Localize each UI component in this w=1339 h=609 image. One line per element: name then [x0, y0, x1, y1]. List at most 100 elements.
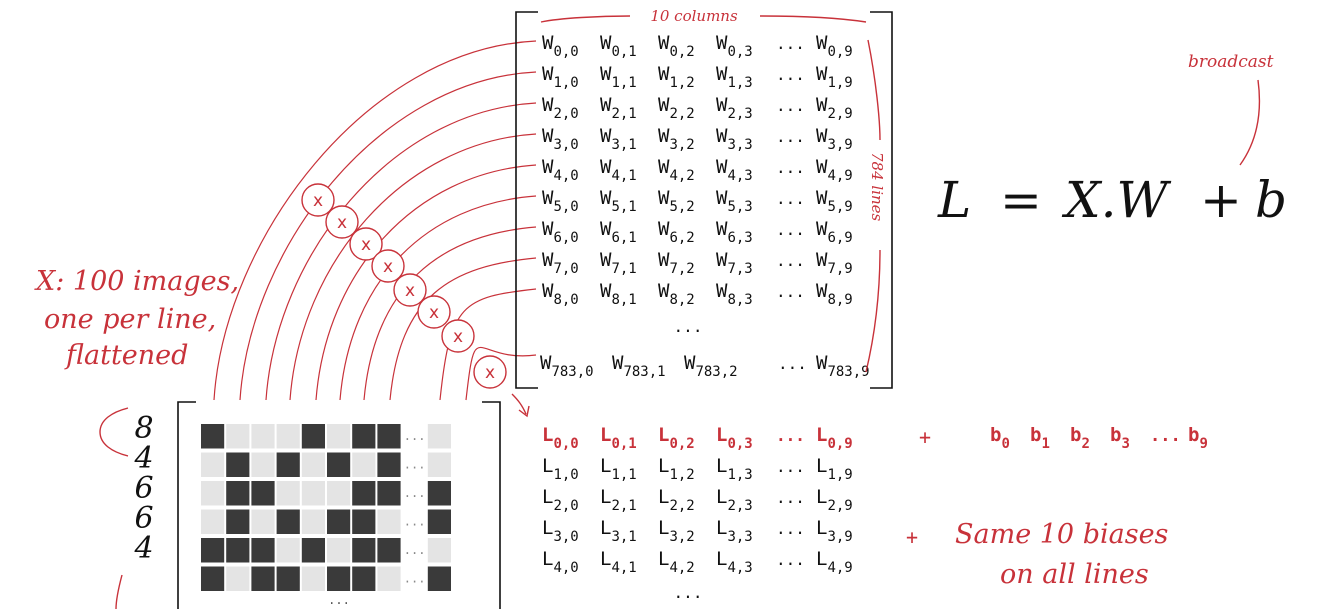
w-row-ellipsis: ... [776, 158, 805, 177]
w-cell-6-0-subscript: 6,0 [553, 230, 578, 246]
l-cell-4-0: L4,0 [542, 548, 579, 576]
w-cell-4-1: W4,1 [600, 156, 637, 184]
pixel-dark [352, 509, 376, 534]
l-cell-4-2: L4,2 [658, 548, 695, 576]
l-row-ellipsis: ... [776, 488, 805, 507]
pixel-dark [377, 538, 401, 563]
l-cell-2-2-subscript: 2,2 [669, 498, 694, 514]
w-cell-2-3: W2,3 [716, 94, 753, 122]
bias-9-subscript: 9 [1199, 436, 1207, 452]
w-cell-8-1-subscript: 8,1 [611, 292, 636, 308]
bias-2-letter: b [1070, 424, 1081, 446]
w-cell-3-0-letter: W [542, 125, 554, 147]
w-cell-3-1-letter: W [600, 125, 612, 147]
w-cell-2-2: W2,2 [658, 94, 695, 122]
connection-arc [315, 164, 537, 401]
pixel-dark [352, 424, 376, 449]
w-cell-8-1: W8,1 [600, 280, 637, 308]
w-cell-8-0-letter: W [542, 280, 554, 302]
pixel-dark [427, 566, 451, 591]
bias-0-letter: b [990, 424, 1001, 446]
multiply-circle-ring [441, 319, 475, 353]
pixel-light [201, 481, 225, 506]
l-cell-1-2-subscript: 1,2 [669, 467, 694, 483]
w-cell-4-0: W4,0 [542, 156, 579, 184]
l-cell-1-3: L1,3 [716, 455, 753, 483]
pixel-dark [201, 424, 225, 449]
same-biases-plus: + [906, 525, 918, 549]
bias-9-letter: b [1188, 424, 1199, 446]
w-cell-7-0: W7,0 [542, 249, 579, 277]
l-cell-3-2-letter: L [658, 517, 669, 539]
w-cell-1-1-subscript: 1,1 [611, 75, 636, 91]
lines-brace [865, 39, 881, 373]
pixel-light [427, 538, 451, 563]
bias-3-subscript: 3 [1121, 436, 1129, 452]
pixel-dark [377, 481, 401, 506]
l-cell-3-9: L3,9 [816, 517, 853, 545]
w-cell-7-3-subscript: 7,3 [727, 261, 752, 277]
l-row-ellipsis: ... [776, 550, 805, 569]
w-cell-4-0-letter: W [542, 156, 554, 178]
w-cell-783-1-letter: W [612, 352, 624, 374]
handwritten-digit: 8 [134, 411, 153, 446]
l-cell-3-2-subscript: 3,2 [669, 529, 694, 545]
pixel-dark [301, 424, 325, 449]
w-row-ellipsis: ... [778, 354, 807, 373]
handwritten-digit: 4 [133, 531, 153, 566]
l-cell-4-3-letter: L [716, 548, 727, 570]
l-cell-3-1: L3,1 [600, 517, 637, 545]
w-cell-3-3-letter: W [716, 125, 728, 147]
pixel-light [427, 452, 451, 477]
lines-label: 784 lines [868, 152, 886, 222]
w-cell-1-2-subscript: 1,2 [669, 75, 694, 91]
l-cell-4-0-subscript: 4,0 [553, 560, 578, 576]
equation: L = X.W + b [937, 171, 1287, 229]
pixel-dark [276, 566, 300, 591]
w-cell-6-3-subscript: 6,3 [727, 230, 752, 246]
w-cell-783-9-letter: W [816, 352, 828, 374]
pixel-light [226, 566, 250, 591]
w-cell-6-0-letter: W [542, 218, 554, 240]
w-cell-3-1: W3,1 [600, 125, 637, 153]
multiply-circle: x [301, 183, 335, 217]
l-cell-4-1: L4,1 [600, 548, 637, 576]
w-cell-2-0: W2,0 [542, 94, 579, 122]
w-cell-8-9-letter: W [816, 280, 828, 302]
w-row-ellipsis: ... [776, 65, 805, 84]
l-cell-3-0-subscript: 3,0 [553, 529, 578, 545]
w-cell-2-3-letter: W [716, 94, 728, 116]
w-cell-783-9-subscript: 783,9 [827, 364, 869, 380]
l-cell-3-1-letter: L [600, 517, 611, 539]
w-cell-4-2-subscript: 4,2 [669, 168, 694, 184]
w-cell-1-0-subscript: 1,0 [553, 75, 578, 91]
pixel-light [327, 538, 351, 563]
pixel-light [327, 424, 351, 449]
w-cell-7-3: W7,3 [716, 249, 753, 277]
w-cell-2-2-letter: W [658, 94, 670, 116]
w-cell-783-0-letter: W [540, 352, 552, 374]
pixel-light [301, 452, 325, 477]
w-cell-7-9-letter: W [816, 249, 828, 271]
w-cell-8-3-letter: W [716, 280, 728, 302]
l-cell-0-9-subscript: 0,9 [827, 436, 852, 452]
pixel-row-ellipsis: ... [404, 515, 426, 529]
l-cell-2-0: L2,0 [542, 486, 579, 514]
w-cell-0-3-letter: W [716, 32, 728, 54]
l-cell-0-9: L0,9 [816, 424, 853, 452]
w-cell-7-2-letter: W [658, 249, 670, 271]
multiply-circle-ring [473, 355, 507, 389]
pixel-dark [276, 452, 300, 477]
w-cell-6-2-letter: W [658, 218, 670, 240]
equation-L: L [937, 171, 971, 229]
w-cell-2-0-subscript: 2,0 [553, 106, 578, 122]
bias-1-subscript: 1 [1041, 436, 1049, 452]
w-cell-2-2-subscript: 2,2 [669, 106, 694, 122]
bias-0: b0 [990, 424, 1010, 452]
w-cell-1-2-letter: W [658, 63, 670, 85]
w-cell-3-9-letter: W [816, 125, 828, 147]
handwritten-digit: 6 [134, 471, 153, 506]
w-cell-2-9-subscript: 2,9 [827, 106, 852, 122]
multiply-circle-ring [325, 205, 359, 239]
